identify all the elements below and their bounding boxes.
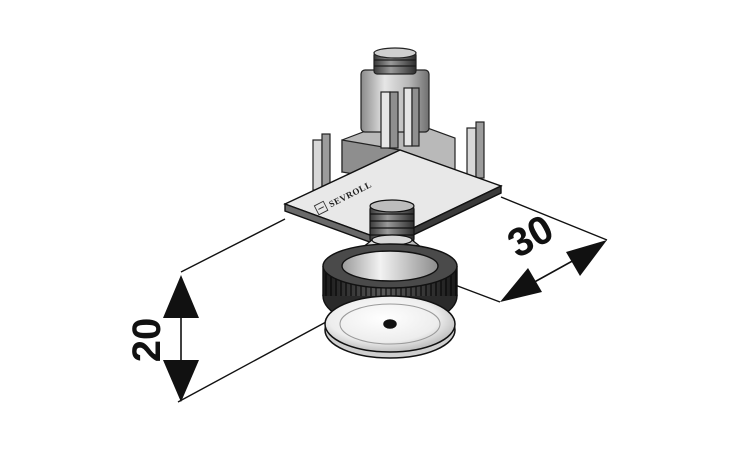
arrowhead-right-icon — [566, 240, 607, 276]
center-hole — [383, 319, 397, 329]
height-dimension-label: 20 — [125, 318, 169, 363]
width-dimension: 30 — [500, 207, 607, 302]
foot-base — [324, 295, 456, 359]
arrowhead-bottom-icon — [163, 360, 199, 402]
height-dimension: 20 — [125, 275, 199, 402]
extension-lines — [177, 196, 608, 403]
extension-line-top-right — [500, 196, 608, 241]
top-threaded-stem — [360, 47, 430, 149]
extension-line-bottom-left — [177, 321, 327, 403]
bottom-threaded-bolt — [369, 199, 415, 244]
mounting-plate: SEVROLL — [283, 149, 503, 250]
extension-line-bottom-right — [454, 284, 501, 303]
adjustable-foot-part: SEVROLL — [283, 47, 503, 359]
arrowhead-top-icon — [163, 275, 199, 318]
width-dimension-label: 30 — [501, 207, 561, 267]
extension-line-top-left — [180, 218, 286, 273]
arrowhead-left-icon — [500, 268, 542, 302]
